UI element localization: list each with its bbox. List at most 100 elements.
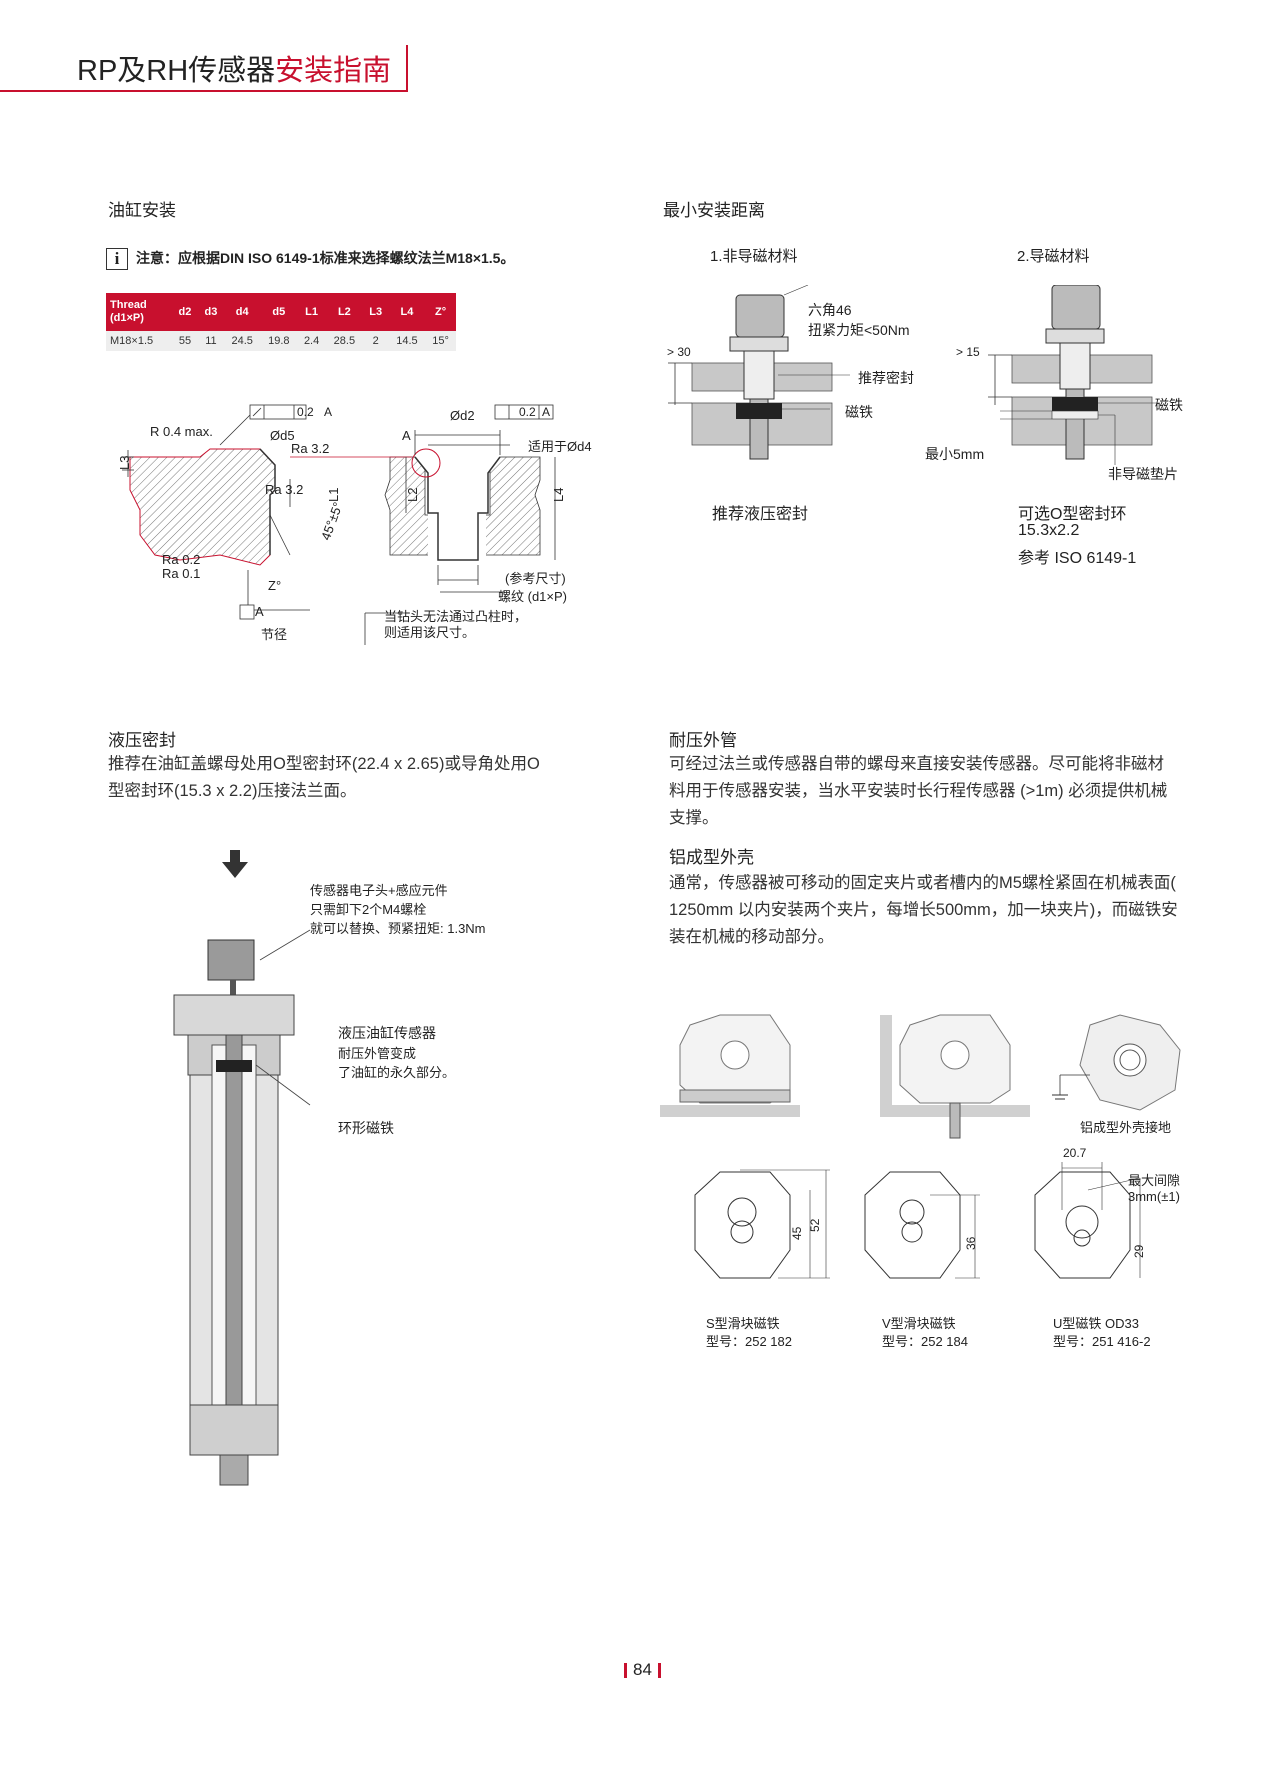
- callout2-line1: 液压油缸传感器: [338, 1025, 436, 1041]
- magnet-s-model: 型号：252 182: [706, 1334, 792, 1349]
- th-z: Z°: [425, 293, 456, 331]
- label-r04: R 0.4 max.: [150, 424, 213, 439]
- magnet-u-drawing: [1034, 1162, 1141, 1279]
- magnet-v-model: 型号：252 184: [882, 1334, 968, 1349]
- title-black: RP及RH传感器: [77, 55, 276, 87]
- housing-illustrations: [660, 1014, 1181, 1139]
- spec-table: Thread (d1×P) d2 d3 d4 d5 L1 L2 L3 L4 Z°…: [106, 293, 456, 351]
- label-l1: L1: [326, 487, 341, 502]
- page-bar-left: [624, 1663, 627, 1679]
- case2-caption-1: 可选O型密封环: [1018, 506, 1127, 523]
- th-d5: d5: [260, 293, 298, 331]
- callout2-line3: 了油缸的永久部分。: [338, 1065, 456, 1080]
- case1-magnet: 磁铁: [845, 404, 873, 420]
- title-red: 安装指南: [275, 55, 392, 87]
- case2-title: 2.导磁材料: [1017, 248, 1090, 265]
- case2-min5: 最小5mm: [925, 446, 985, 462]
- header-rule: [0, 90, 407, 92]
- th-d3: d3: [197, 293, 224, 331]
- td-z: 15°: [425, 331, 456, 351]
- s-dim-45: 45: [790, 1226, 804, 1240]
- th-l2: L2: [326, 293, 363, 331]
- magnet-v-drawing: [864, 1171, 980, 1279]
- page-number: 84: [618, 1660, 667, 1680]
- page-bar-right: [657, 1663, 661, 1679]
- page-number-text: 84: [633, 1660, 652, 1679]
- case2-caption-2: 15.3x2.2: [1018, 522, 1080, 539]
- v-dim-36: 36: [964, 1236, 978, 1250]
- port-drawing: [122, 404, 556, 645]
- magnet-s-drawing: [694, 1169, 830, 1279]
- callout2-line2: 耐压外管变成: [338, 1046, 417, 1061]
- magnet-s-name: S型滑块磁铁: [706, 1316, 780, 1331]
- td-d4: 24.5: [223, 331, 261, 351]
- magnet-v-name: V型滑块磁铁: [882, 1316, 956, 1331]
- spec-table-header: Thread (d1×P) d2 d3 d4 d5 L1 L2 L3 L4 Z°: [106, 293, 456, 331]
- label-l3: L3: [117, 455, 132, 470]
- case1-hex: 六角46: [808, 302, 852, 318]
- cylinder-mount-heading: 油缸安装: [108, 201, 176, 220]
- td-l3: 2: [362, 331, 389, 351]
- label-a-left: A: [402, 428, 411, 443]
- pressure-tube-text: 可经过法兰或传感器自带的螺母来直接安装传感器。尽可能将非磁材料用于传感器安装，当…: [669, 755, 1168, 827]
- td-thread: M18×1.5: [106, 331, 172, 351]
- td-l4: 14.5: [388, 331, 426, 351]
- label-ra02: Ra 0.2: [162, 552, 201, 567]
- label-tol2: 0.2: [519, 405, 536, 419]
- min-distance-heading: 最小安装距离: [663, 201, 765, 220]
- hydraulic-seal-text: 推荐在油缸盖螺母处用O型密封环(22.4 x 2.65)或导角处用O型密封环(1…: [108, 755, 540, 800]
- label-tol2-a: A: [542, 405, 551, 419]
- hydraulic-seal-heading: 液压密封: [108, 731, 176, 750]
- label-l4: L4: [551, 487, 566, 502]
- label-tol-a: A: [324, 405, 333, 419]
- label-d2: Ød2: [450, 408, 475, 423]
- th-d2: d2: [172, 293, 198, 331]
- th-l1: L1: [297, 293, 327, 331]
- callout1-line3: 就可以替换、预紧扭矩: 1.3Nm: [310, 921, 486, 936]
- aluminum-housing-heading: 铝成型外壳: [669, 848, 754, 867]
- label-pitch: 节径: [261, 627, 288, 642]
- note-line: i 注意：应根据DIN ISO 6149-1标准来选择螺纹法兰M18×1.5。: [106, 248, 515, 271]
- td-d3: 11: [197, 331, 224, 351]
- case1-seal: 推荐密封: [858, 370, 914, 386]
- td-l1: 2.4: [297, 331, 327, 351]
- label-ra32b: Ra 3.2: [265, 482, 304, 497]
- aluminum-housing-text: 通常，传感器被可移动的固定夹片或者槽内的M5螺栓紧固在机械表面( 1250mm …: [669, 874, 1178, 946]
- case1-gap: > 30: [667, 345, 691, 359]
- th-l4: L4: [388, 293, 426, 331]
- label-d5: Ød5: [270, 428, 295, 443]
- label-l2: L2: [405, 487, 420, 502]
- page-title: RP及RH传感器安装指南: [77, 47, 391, 89]
- info-icon: i: [106, 248, 128, 271]
- label-drill-1: 当钻头无法通过凸柱时，: [384, 609, 528, 624]
- arrow-up-icon: [222, 850, 248, 878]
- u-gap-2: 3mm(±1): [1128, 1189, 1180, 1204]
- label-drill-2: 则适用该尺寸。: [384, 625, 476, 640]
- callout1-line1: 传感器电子头+感应元件: [310, 883, 448, 898]
- label-ra32a: Ra 3.2: [291, 441, 330, 456]
- magnet-u-model: 型号：251 416-2: [1053, 1334, 1151, 1349]
- case2-caption-3: 参考 ISO 6149-1: [1018, 550, 1137, 567]
- th-d4: d4: [223, 293, 261, 331]
- note-text: 注意：应根据DIN ISO 6149-1标准来选择螺纹法兰M18×1.5。: [136, 250, 515, 266]
- label-ref: (参考尺寸): [505, 571, 566, 586]
- callout1-line2: 只需卸下2个M4螺栓: [310, 902, 427, 917]
- case2-gap: > 15: [956, 345, 980, 359]
- th-l3: L3: [362, 293, 389, 331]
- case2-spacer: 非导磁垫片: [1108, 466, 1178, 482]
- td-l2: 28.5: [326, 331, 363, 351]
- case2-magnet: 磁铁: [1155, 397, 1183, 413]
- u-dim-29: 29: [1132, 1244, 1146, 1258]
- magnet-u-name: U型磁铁 OD33: [1053, 1316, 1139, 1331]
- label-thread: 螺纹 (d1×P): [498, 589, 567, 604]
- callout3: 环形磁铁: [338, 1120, 394, 1136]
- ground-label: 铝成型外壳接地: [1080, 1120, 1172, 1135]
- u-dim-20-7: 20.7: [1063, 1146, 1087, 1160]
- label-a: A: [255, 604, 264, 619]
- th-thread: Thread (d1×P): [106, 293, 172, 331]
- label-ra01: Ra 0.1: [162, 566, 201, 581]
- case1-title: 1.非导磁材料: [710, 248, 798, 265]
- cylinder-drawing: [173, 850, 311, 1486]
- td-d5: 19.8: [260, 331, 298, 351]
- u-gap-1: 最大间隙: [1128, 1173, 1181, 1188]
